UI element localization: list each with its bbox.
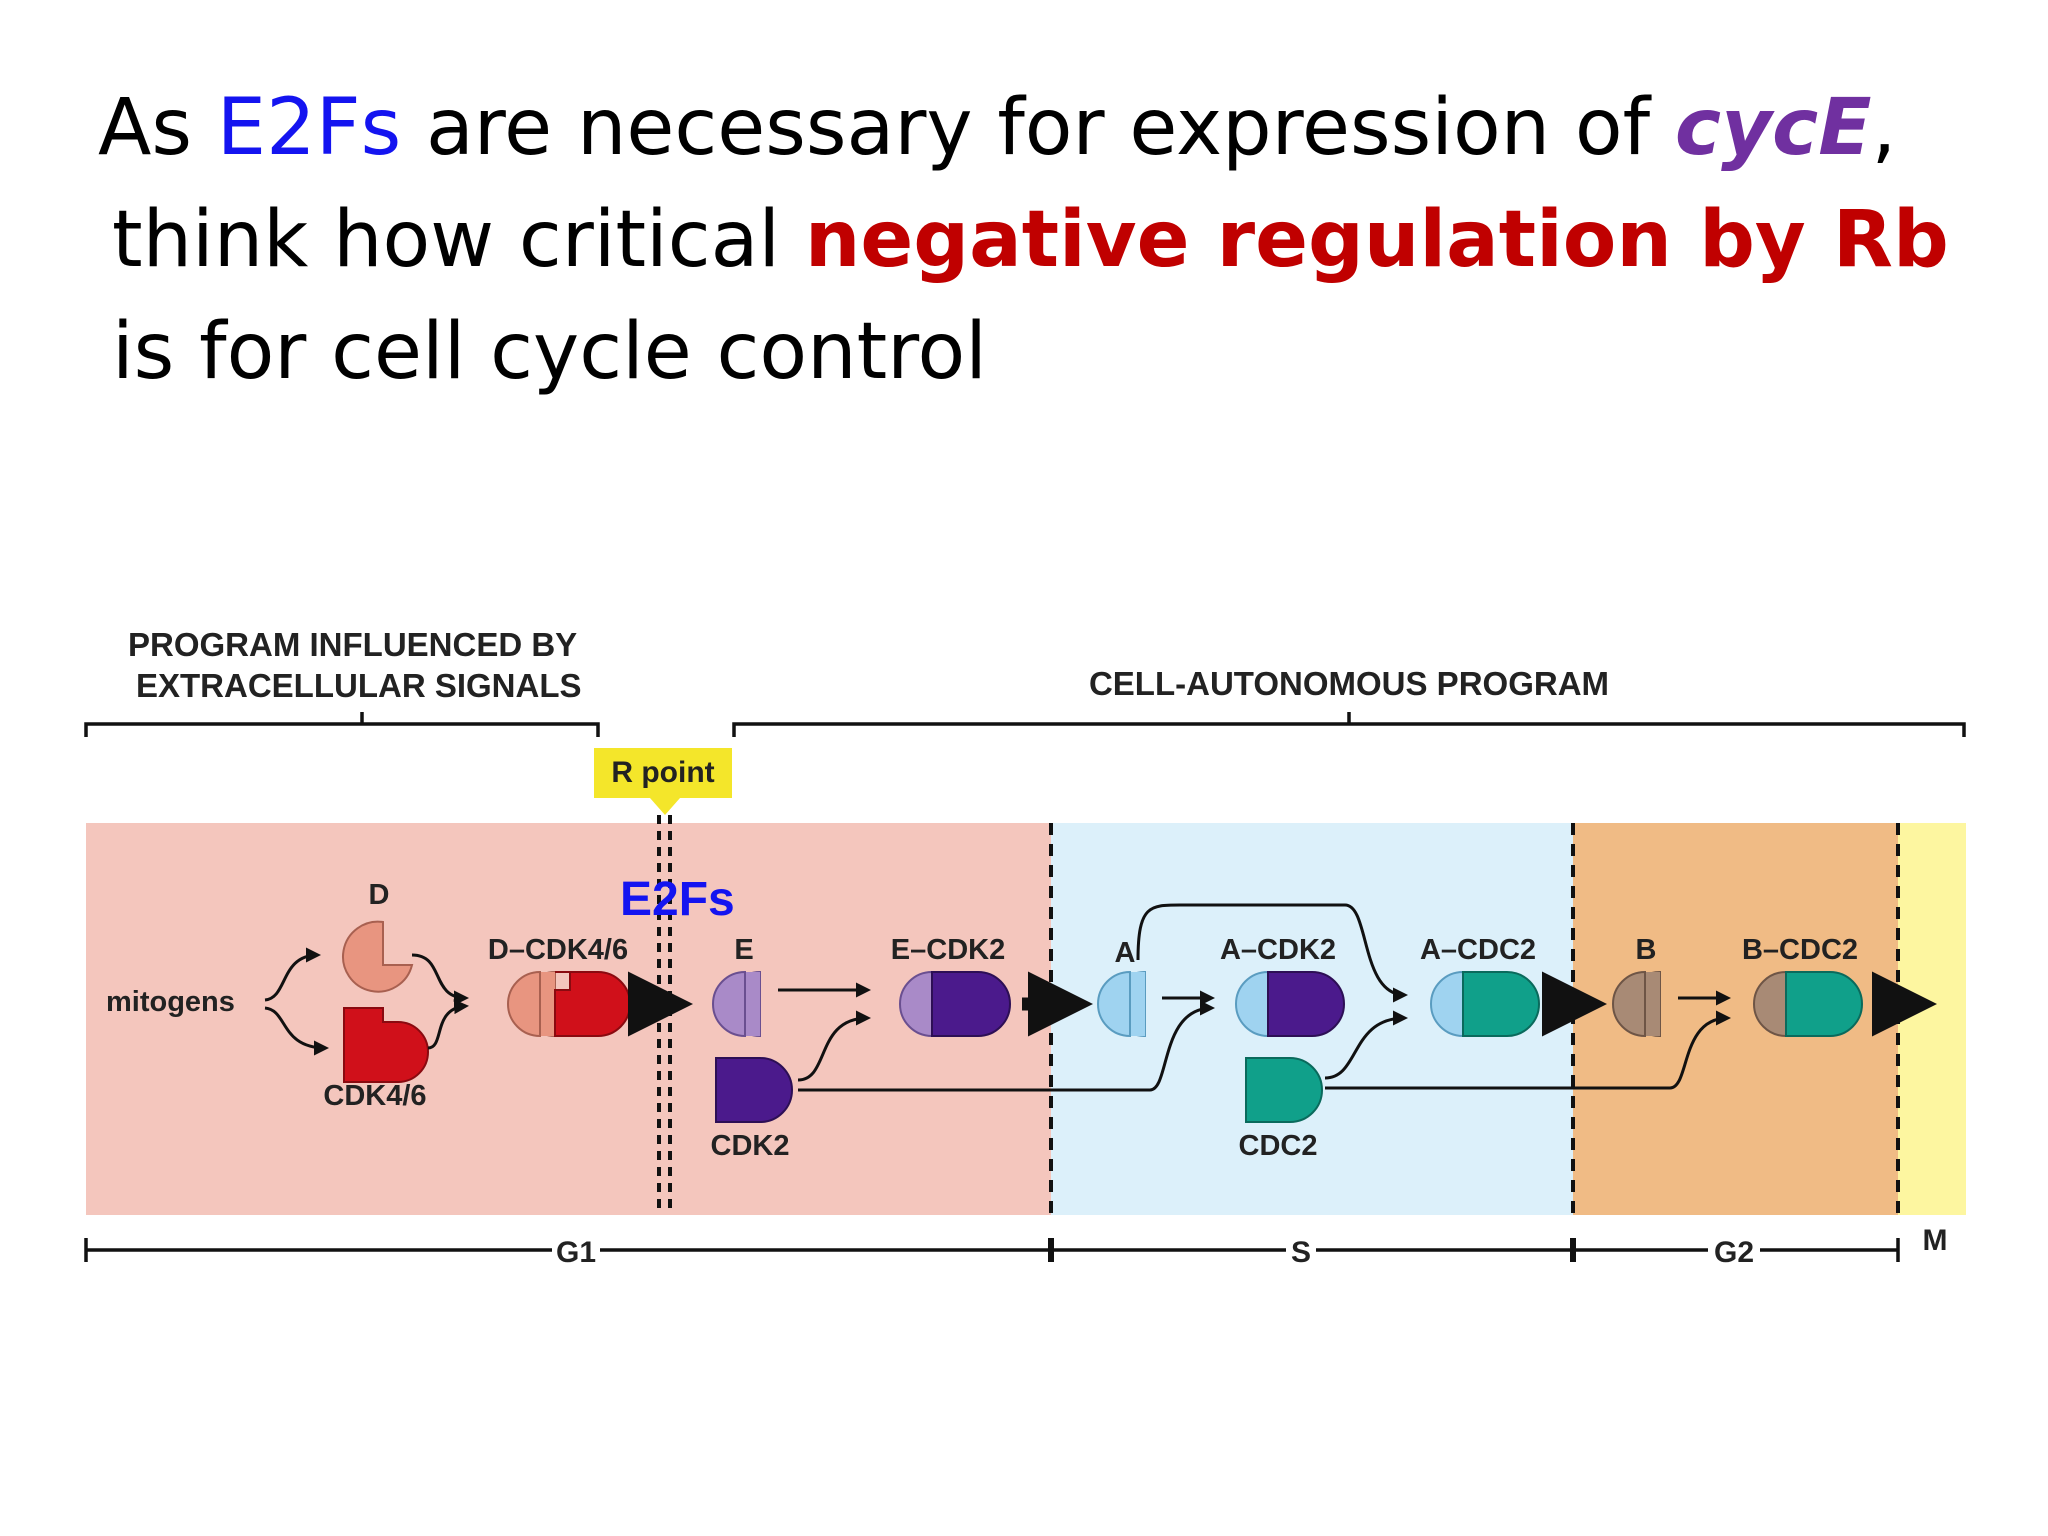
e-cdk2-label: E–CDK2 [891, 934, 1005, 966]
phase-m-label: M [1923, 1224, 1948, 1257]
phase-g1-label: G1 [556, 1236, 596, 1269]
title-line-1: As E2Fs are necessary for expression of … [98, 83, 1897, 173]
extracellular-program-label-2: EXTRACELLULAR SIGNALS [136, 667, 582, 704]
cyclin-d-label: D [369, 879, 390, 911]
d-cdk46-label: D–CDK4/6 [488, 934, 628, 966]
b-cdc2-cyclin-part [1753, 970, 1787, 1038]
cyclin-b-label: B [1636, 934, 1657, 966]
cdk46-shape [343, 1007, 429, 1083]
cdk2-to-ecdk2-arrow [797, 1010, 871, 1082]
a-cdk2-cyclin-part [1235, 970, 1269, 1038]
cyclin-a-label: A [1115, 937, 1136, 969]
cdc2-to-acdc2-arrow [1324, 1010, 1408, 1080]
cyclin-e-cap [712, 970, 746, 1038]
mitogens-to-d-arrow [264, 947, 321, 1002]
cyclin-a-cap [1097, 970, 1131, 1038]
e-cdk2-cdk-part [931, 971, 1011, 1037]
a-cdc2-cyclin-part [1430, 970, 1464, 1038]
g2-label-bg [1708, 1232, 1760, 1268]
cyclin-e-body [745, 972, 760, 1036]
r-point-label: R point [611, 756, 714, 789]
phase-s-label: S [1291, 1236, 1311, 1269]
cyce-term: cycE [1674, 83, 1872, 173]
r-point-box [594, 748, 732, 798]
cyclin-b-cap [1612, 970, 1646, 1038]
d-cdk46-cyclin-d-body [540, 972, 555, 1036]
title-line-3: is for cell cycle control [112, 307, 987, 397]
b-cdc2-label: B–CDC2 [1742, 934, 1858, 966]
e2fs-overlay-label: E2Fs [620, 873, 735, 926]
b-cdc2-cdk-part [1785, 971, 1863, 1037]
cdc2-label: CDC2 [1239, 1130, 1318, 1162]
cdk2-shape [715, 1057, 793, 1123]
slide-title: As E2Fs are necessary for expression of … [98, 72, 1998, 408]
title-line-2: think how critical negative regulation b… [112, 195, 1949, 285]
a-cdk2-cdk-part [1267, 971, 1345, 1037]
cdk2-label: CDK2 [711, 1130, 790, 1162]
cdk46-label: CDK4/6 [323, 1080, 426, 1112]
cdk46-to-complex-arrow [427, 999, 469, 1050]
a-cdk2-label: A–CDK2 [1220, 934, 1336, 966]
g1-label-bg [552, 1232, 600, 1268]
a-to-acdc2-loop [1136, 903, 1408, 1003]
e2fs-term: E2Fs [216, 83, 402, 173]
a-cdc2-label: A–CDC2 [1420, 934, 1536, 966]
cyclin-a-body [1130, 972, 1145, 1036]
mitogens-label: mitogens [106, 986, 235, 1018]
cdc2-to-bcdc2-line [1325, 1010, 1731, 1090]
cyclin-b-body [1645, 972, 1660, 1036]
cyclin-e-label: E [734, 934, 753, 966]
cdc2-shape [1245, 1057, 1323, 1123]
extracellular-program-label-1: PROGRAM INFLUENCED BY [128, 626, 577, 663]
extracellular-program-bracket [84, 712, 600, 737]
s-label-bg [1286, 1232, 1316, 1268]
autonomous-program-label: CELL-AUTONOMOUS PROGRAM [1089, 665, 1609, 702]
negative-regulation-term: negative regulation by Rb [804, 195, 1949, 285]
d-cdk46-cyclin-d-cap [507, 970, 541, 1038]
cdk2-to-acdk2-line [798, 1000, 1215, 1092]
m-band [1898, 823, 1966, 1215]
r-point-pointer [650, 798, 680, 815]
cyclin-d-shape [342, 920, 414, 993]
mitogens-to-cdk46-arrow [264, 1006, 329, 1056]
a-cdc2-cdk-part [1462, 971, 1540, 1037]
autonomous-program-bracket [732, 712, 1966, 737]
phase-g2-label: G2 [1714, 1236, 1754, 1269]
d-to-complex-arrow [411, 953, 469, 1006]
e-cdk2-cyclin-part [899, 970, 933, 1038]
